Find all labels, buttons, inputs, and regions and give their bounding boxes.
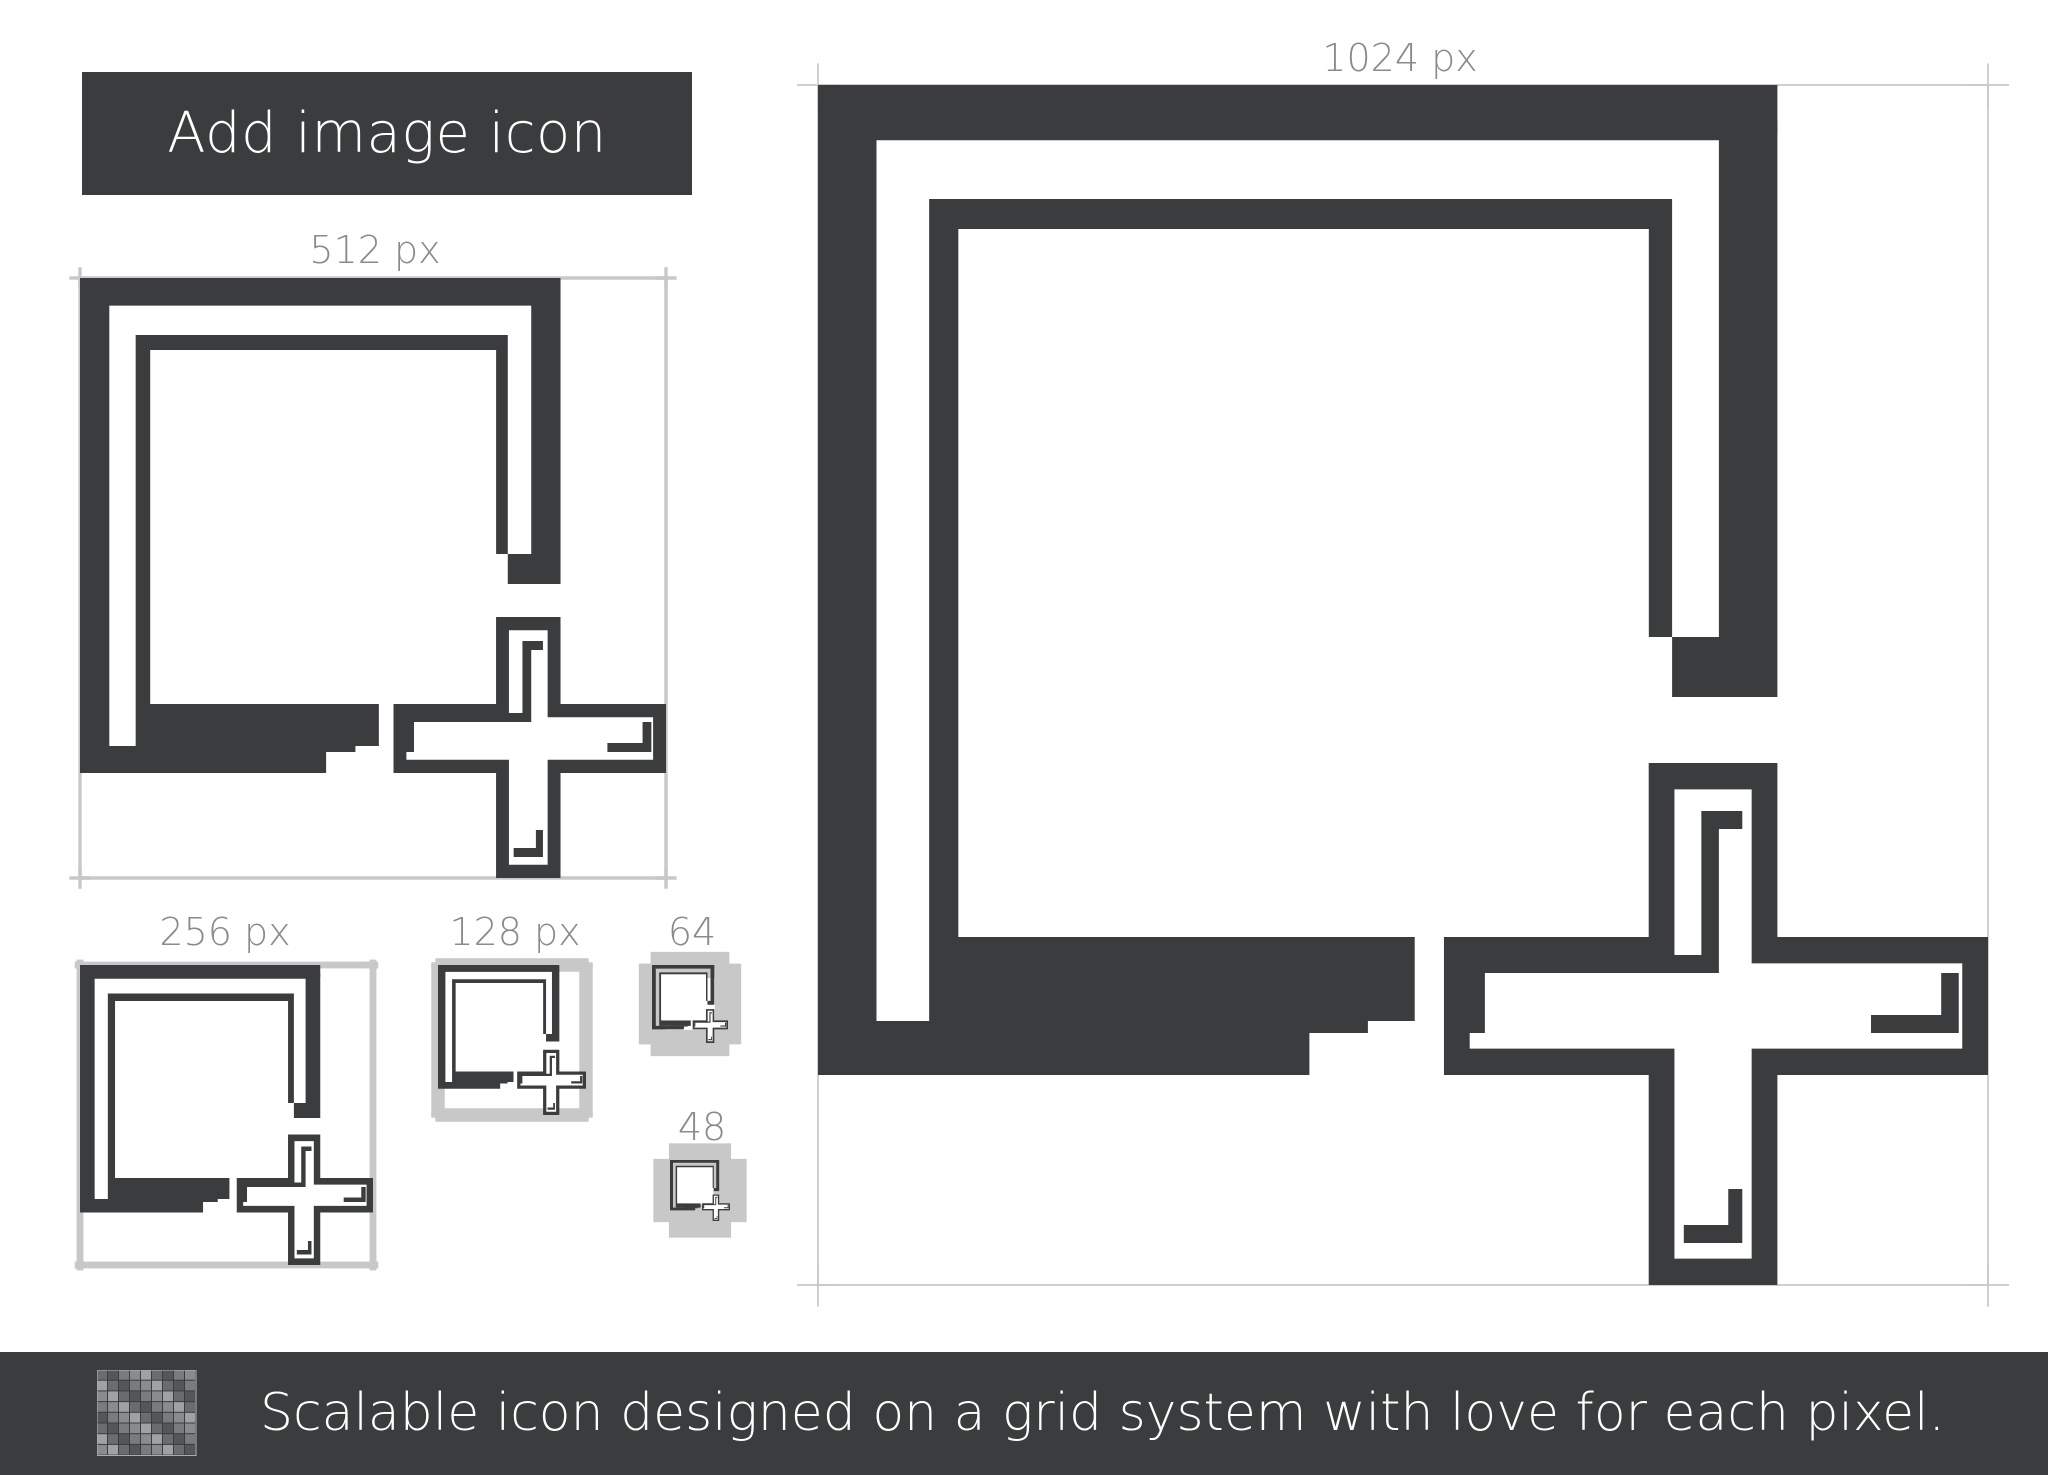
footer-text: Scalable icon designed on a grid system … [260, 1383, 1946, 1443]
add-image-icon-64 [652, 965, 728, 1043]
size-label-128: 128 px [449, 910, 581, 954]
add-image-icon-512 [80, 278, 666, 878]
add-image-icon-1024 [818, 85, 1988, 1285]
add-image-icon-48 [670, 1160, 730, 1221]
size-label-48: 48 [677, 1105, 727, 1149]
page-title-text: Add image icon [167, 101, 607, 166]
size-label-1024: 1024 px [1322, 36, 1478, 80]
add-image-icon-128 [438, 965, 586, 1115]
size-label-64: 64 [667, 910, 717, 954]
footer-bar [0, 1352, 2048, 1475]
grid-icon [97, 1370, 197, 1456]
size-label-512: 512 px [309, 228, 441, 272]
add-image-icon-256 [80, 965, 373, 1265]
page-title: Add image icon [82, 72, 692, 195]
size-label-256: 256 px [159, 910, 291, 954]
